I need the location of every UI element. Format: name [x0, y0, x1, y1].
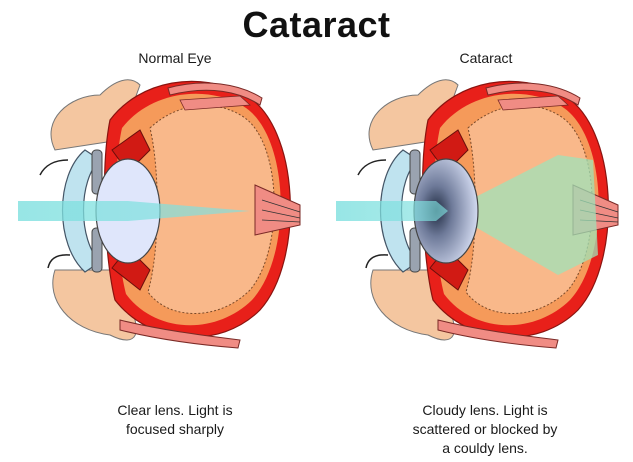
incoming-light-beam [336, 201, 448, 221]
cataract-caption-line-2: scattered or blocked by [355, 420, 615, 439]
normal-eye-caption: Clear lens. Light is focused sharply [45, 401, 305, 439]
normal-caption-line-1: Clear lens. Light is [45, 401, 305, 420]
cataract-eye-illustration [336, 80, 618, 348]
cataract-caption-line-3: a couldy lens. [355, 439, 615, 458]
cataract-eye-caption: Cloudy lens. Light is scattered or block… [355, 401, 615, 458]
normal-caption-line-2: focused sharply [45, 420, 305, 439]
cataract-caption-line-1: Cloudy lens. Light is [355, 401, 615, 420]
normal-eye-illustration [18, 80, 300, 348]
